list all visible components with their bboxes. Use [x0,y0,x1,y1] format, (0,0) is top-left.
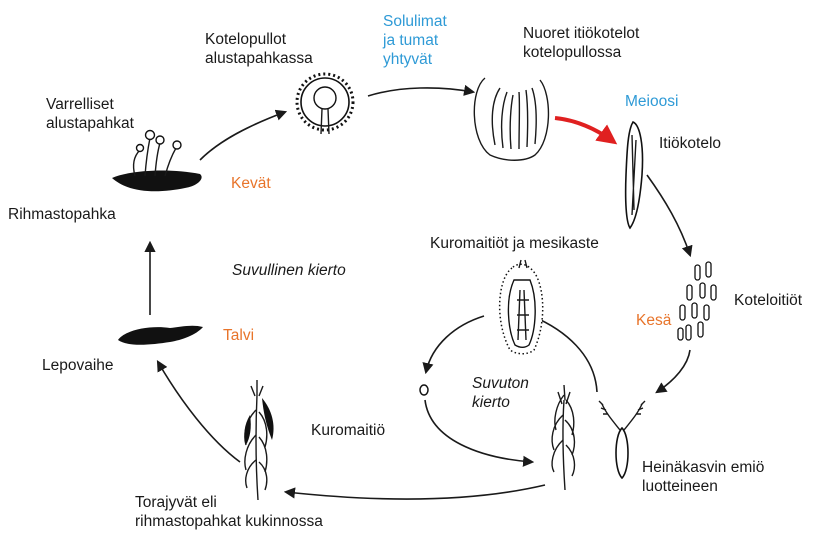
label-lepovaihe: Lepovaihe [42,357,114,374]
label-itiokotelo: Itiökotelo [659,135,721,152]
arrow-honeydew-to-conidium [426,316,484,372]
cycle-arrows [150,88,690,499]
label-meioosi: Meioosi [625,93,678,110]
label-talvi: Talvi [223,327,254,344]
arrow-ascus-to-ascospores [647,175,690,255]
stalked-stromata-illustration [112,131,202,192]
arrow-ergots-to-dormancy [158,362,240,462]
label-kesa: Kesä [636,312,672,329]
grass-spike-illustration [552,385,574,490]
ascus-illustration [626,122,643,228]
perithecia-illustration [297,74,353,134]
label-nuoret-itiokotelot: Nuoret itiökotelot kotelopullossa [523,25,644,61]
conidia-honeydew-illustration [500,260,543,354]
label-suvullinen-kierto: Suvullinen kierto [232,262,346,279]
ergot-spike-illustration [244,380,273,500]
label-kevat: Kevät [231,175,271,192]
label-kuromaitio: Kuromaitiö [311,422,385,439]
label-rihmastopahka: Rihmastopahka [8,206,116,223]
label-torajyvat: Torajyvät eli rihmastopahkat kukinnossa [135,494,323,530]
label-varrelliset-alustapahkat: Varrelliset alustapahkat [46,96,135,132]
label-kuromaitiot-mesikaste: Kuromaitiöt ja mesikaste [430,235,599,252]
label-suvuton-kierto: Suvuton kierto [472,375,533,411]
arrow-stalked-to-perithecia [200,112,285,160]
label-solulimat-process: Solulimat ja tumat yhtyvät [382,13,451,68]
ascospores-illustration [678,262,716,340]
grass-pistil-illustration [599,401,645,478]
young-asci-illustration [474,78,548,160]
label-koteloitiot: Koteloitiöt [734,292,803,309]
conidium-illustration [420,385,428,395]
arrow-ascospores-to-pistil [657,350,690,392]
label-heinakasvin-emio: Heinäkasvin emiö luotteineen [642,459,769,495]
meiosis-arrow [555,118,614,142]
label-kotelopullot: Kotelopullot alustapahkassa [205,31,313,67]
arrow-perithecia-to-young-asci [368,88,473,96]
dormant-sclerotium-illustration [118,326,203,345]
arrow-grass-to-ergots [286,485,545,499]
